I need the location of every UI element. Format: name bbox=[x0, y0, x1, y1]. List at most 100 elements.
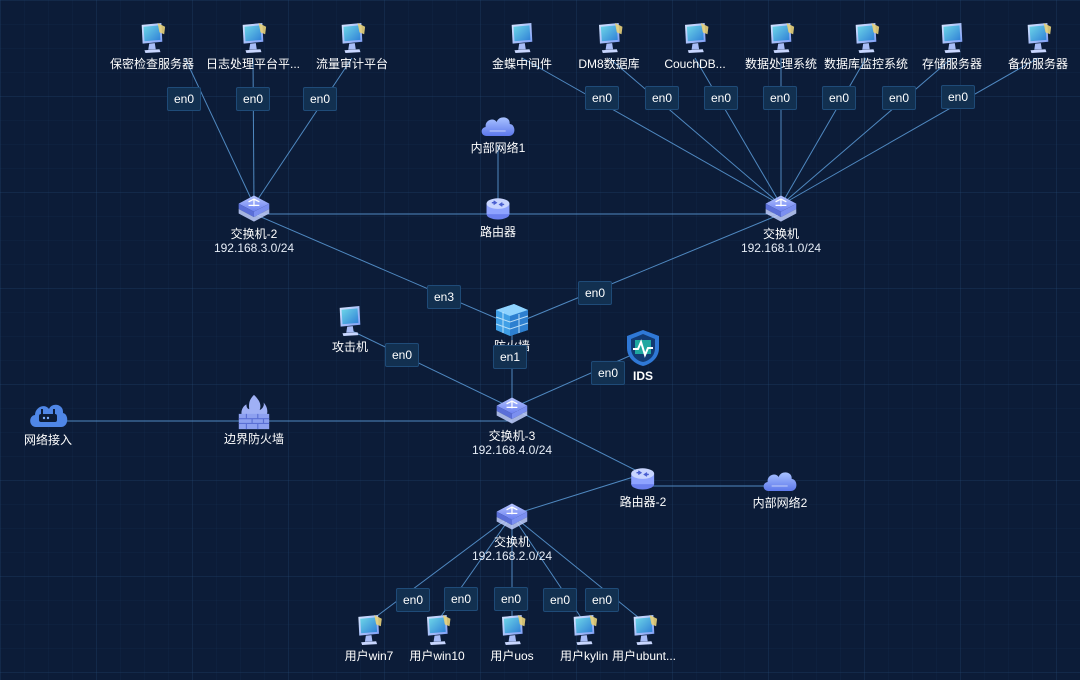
network-link bbox=[608, 57, 782, 206]
user-win10[interactable]: 用户win10 bbox=[409, 612, 465, 663]
node-label: 金蝶中间件 bbox=[491, 57, 553, 71]
server-dm8[interactable]: DM8数据库 bbox=[578, 20, 640, 71]
node-label: 网络接入 bbox=[23, 433, 73, 447]
network-link bbox=[253, 213, 513, 326]
port-label[interactable]: en0 bbox=[493, 587, 529, 611]
monitor-icon bbox=[680, 20, 710, 56]
subnet-label: 192.168.1.0/24 bbox=[740, 241, 822, 255]
router-icon bbox=[628, 462, 658, 494]
network-link bbox=[511, 213, 782, 326]
server-storage[interactable]: 存储服务器 bbox=[922, 20, 982, 71]
server-data-processing[interactable]: 数据处理系统 bbox=[745, 20, 817, 71]
node-label: IDS bbox=[632, 369, 653, 383]
cloud-icon bbox=[760, 465, 800, 495]
port-label[interactable]: en0 bbox=[235, 87, 271, 111]
node-label: 用户win7 bbox=[344, 649, 394, 663]
port-label[interactable]: en0 bbox=[395, 588, 431, 612]
monitor-icon bbox=[937, 20, 967, 56]
attacker-machine[interactable]: 攻击机 bbox=[332, 303, 368, 354]
port-label[interactable]: en0 bbox=[703, 86, 739, 110]
node-label: 保密检查服务器 bbox=[109, 57, 195, 71]
network-link bbox=[349, 329, 513, 409]
node-label: 交换机-2 bbox=[230, 227, 278, 241]
server-backup[interactable]: 备份服务器 bbox=[1008, 20, 1068, 71]
monitor-icon bbox=[337, 20, 367, 56]
ids-shield-icon bbox=[623, 328, 663, 368]
server-secret-check[interactable]: 保密检查服务器 bbox=[110, 20, 194, 71]
network-link bbox=[511, 514, 645, 623]
port-label[interactable]: en0 bbox=[443, 587, 479, 611]
ids[interactable]: IDS bbox=[623, 328, 663, 383]
server-couchdb[interactable]: CouchDB... bbox=[664, 20, 726, 71]
user-win7[interactable]: 用户win7 bbox=[344, 612, 394, 663]
subnet-label: 192.168.3.0/24 bbox=[213, 241, 295, 255]
port-label[interactable]: en0 bbox=[302, 87, 338, 111]
user-kylin[interactable]: 用户kylin bbox=[560, 612, 608, 663]
cloud-icon bbox=[478, 110, 518, 140]
switch-1[interactable]: 交换机 192.168.1.0/24 bbox=[741, 192, 821, 255]
port-label[interactable]: en0 bbox=[584, 588, 620, 612]
port-label[interactable]: en0 bbox=[644, 86, 680, 110]
network-link bbox=[694, 57, 782, 206]
node-label: 存储服务器 bbox=[921, 57, 983, 71]
node-label: 内部网络2 bbox=[752, 496, 808, 510]
internal-network-2[interactable]: 内部网络2 bbox=[752, 465, 808, 510]
node-label: 交换机 bbox=[493, 535, 531, 549]
node-label: DM8数据库 bbox=[578, 57, 640, 71]
subnet-label: 192.168.2.0/24 bbox=[471, 549, 553, 563]
network-link bbox=[511, 473, 644, 516]
node-label: CouchDB... bbox=[664, 57, 726, 71]
node-label: 流量审计平台 bbox=[315, 57, 389, 71]
monitor-icon bbox=[238, 20, 268, 56]
monitor-icon bbox=[497, 612, 527, 648]
switch-icon bbox=[494, 500, 530, 534]
internet-access[interactable]: 网络接入 bbox=[24, 398, 72, 447]
monitor-icon bbox=[354, 612, 384, 648]
port-label[interactable]: en0 bbox=[881, 86, 917, 110]
router-2[interactable]: 路由器-2 bbox=[620, 462, 666, 509]
user-ubuntu[interactable]: 用户ubunt... bbox=[612, 612, 676, 663]
switch-icon bbox=[494, 394, 530, 428]
monitor-icon bbox=[422, 612, 452, 648]
node-label: 交换机-3 bbox=[488, 429, 536, 443]
node-label: 数据库监控系统 bbox=[823, 57, 909, 71]
switch-2[interactable]: 交换机-2 192.168.3.0/24 bbox=[214, 192, 294, 255]
port-label[interactable]: en0 bbox=[166, 87, 202, 111]
port-label[interactable]: en0 bbox=[590, 361, 626, 385]
monitor-icon bbox=[507, 20, 537, 56]
user-uos[interactable]: 用户uos bbox=[490, 612, 534, 663]
network-link bbox=[511, 349, 644, 409]
node-label: 日志处理平台平... bbox=[205, 57, 301, 71]
port-label[interactable]: en1 bbox=[492, 345, 528, 369]
server-flow-audit[interactable]: 流量审计平台 bbox=[316, 20, 388, 71]
node-label: 用户kylin bbox=[559, 649, 609, 663]
router[interactable]: 路由器 bbox=[480, 192, 516, 239]
port-label[interactable]: en0 bbox=[821, 86, 857, 110]
network-link bbox=[780, 57, 1039, 206]
network-link bbox=[184, 57, 255, 206]
server-jindie[interactable]: 金蝶中间件 bbox=[492, 20, 552, 71]
router-icon bbox=[483, 192, 513, 224]
port-label[interactable]: en0 bbox=[384, 343, 420, 367]
node-label: 备份服务器 bbox=[1007, 57, 1069, 71]
port-label[interactable]: en0 bbox=[542, 588, 578, 612]
border-firewall[interactable]: 边界防火墙 bbox=[224, 393, 284, 446]
port-label[interactable]: en0 bbox=[940, 85, 976, 109]
monitor-icon bbox=[137, 20, 167, 56]
switch-icon bbox=[236, 192, 272, 226]
monitor-icon bbox=[629, 612, 659, 648]
monitor-icon bbox=[594, 20, 624, 56]
internal-network-1[interactable]: 内部网络1 bbox=[471, 110, 525, 155]
port-label[interactable]: en3 bbox=[426, 285, 462, 309]
port-label[interactable]: en0 bbox=[762, 86, 798, 110]
node-label: 用户win10 bbox=[409, 649, 465, 663]
server-log-platform[interactable]: 日志处理平台平... bbox=[206, 20, 300, 71]
switch-user[interactable]: 交换机 192.168.2.0/24 bbox=[472, 500, 552, 563]
network-link bbox=[521, 57, 782, 206]
switch-3[interactable]: 交换机-3 192.168.4.0/24 bbox=[472, 394, 552, 457]
port-label[interactable]: en0 bbox=[577, 281, 613, 305]
server-db-monitor[interactable]: 数据库监控系统 bbox=[824, 20, 908, 71]
switch-icon bbox=[763, 192, 799, 226]
port-label[interactable]: en0 bbox=[584, 86, 620, 110]
